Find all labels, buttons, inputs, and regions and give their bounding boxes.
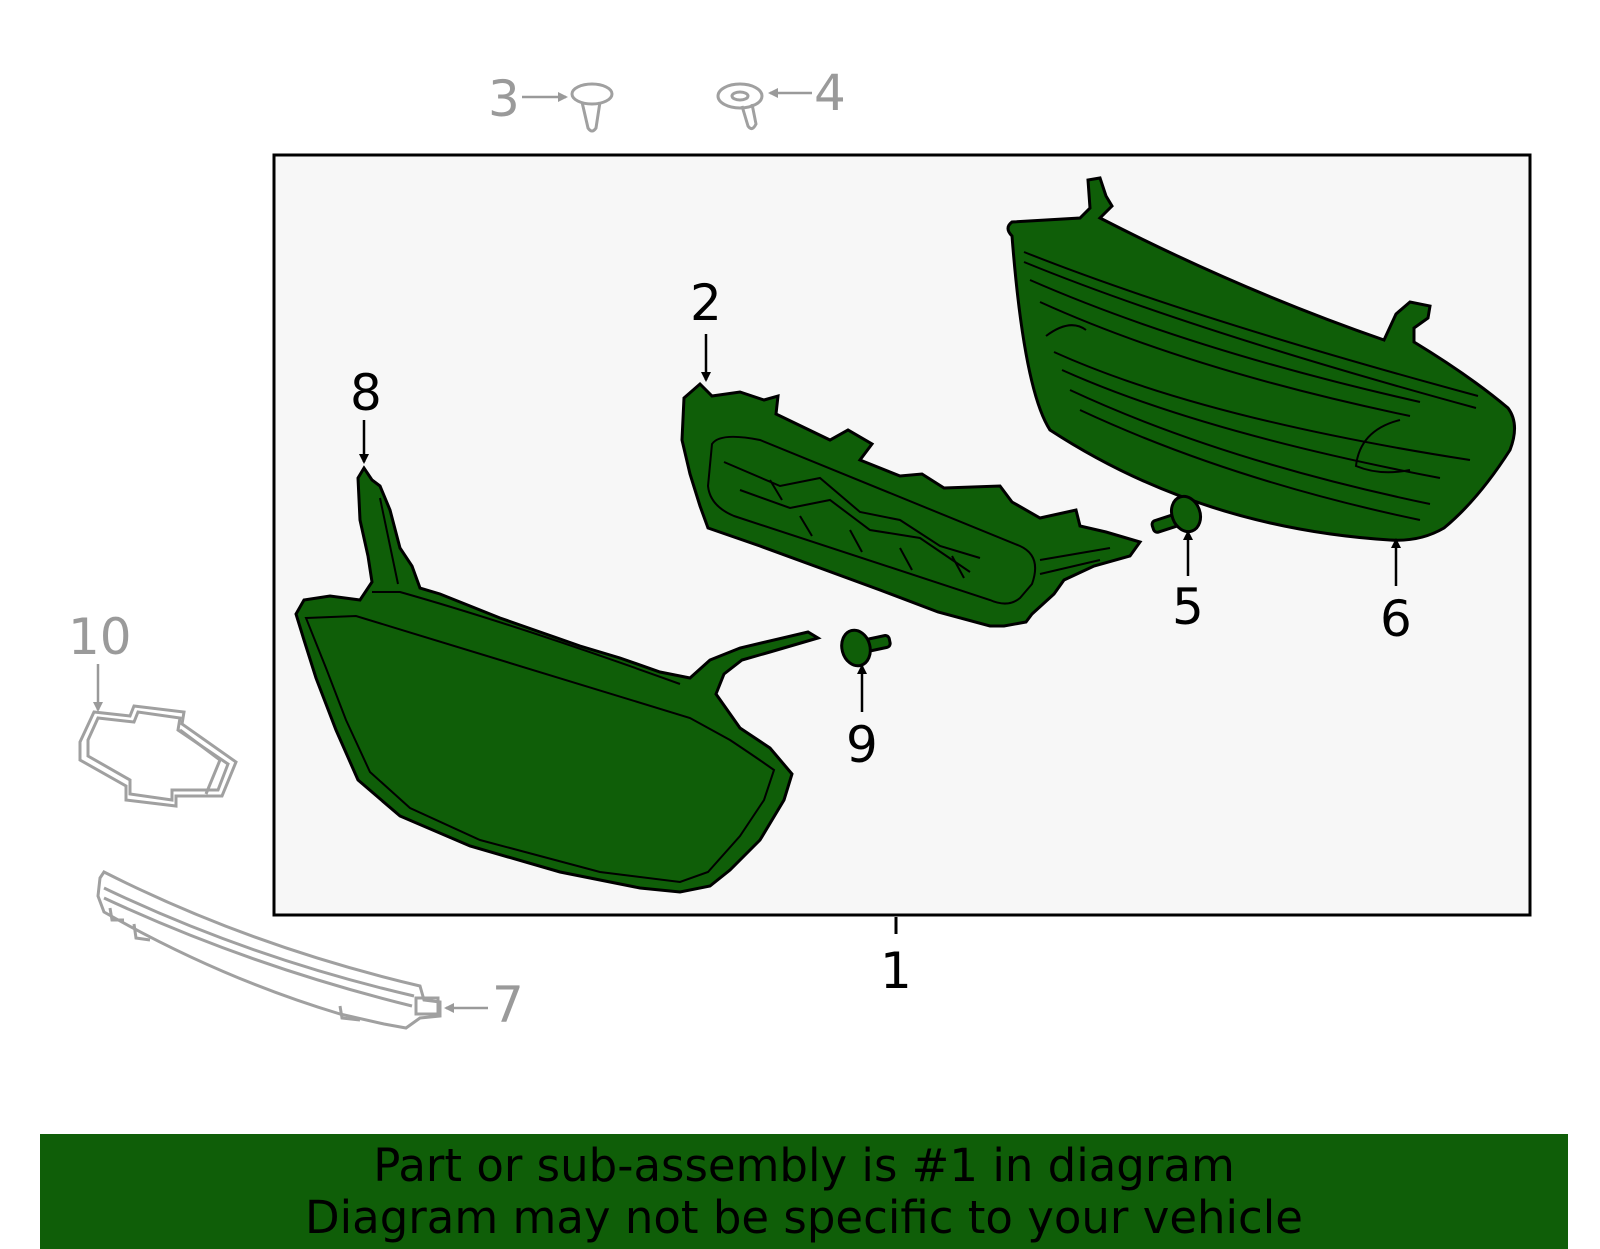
callout-3: 3 (488, 70, 520, 128)
callout-8: 8 (350, 364, 382, 422)
callout-6: 6 (1380, 590, 1412, 648)
banner-background (40, 1134, 1568, 1249)
callout-1: 1 (880, 942, 912, 1000)
callout-9: 9 (846, 716, 878, 774)
callout-7: 7 (492, 976, 524, 1034)
callout-4: 4 (814, 64, 846, 122)
callout-2: 2 (690, 274, 722, 332)
part-10-emblem-icon (78, 704, 238, 808)
part-7-molding-icon (96, 870, 442, 1030)
part-8-grille-surround-icon (294, 465, 822, 894)
banner-line-2: Diagram may not be specific to your vehi… (305, 1190, 1303, 1244)
banner-line-1: Part or sub-assembly is #1 in diagram (373, 1138, 1235, 1192)
leader-lines (93, 88, 1401, 1013)
part-6-upper-grille-icon (1006, 176, 1516, 542)
callout-10: 10 (68, 608, 132, 666)
part-2-grille-bracket-icon (680, 381, 1143, 628)
part-3-push-pin-icon (570, 82, 614, 133)
part-4-push-pin-icon (716, 82, 764, 131)
callout-5: 5 (1172, 578, 1204, 636)
disclaimer-banner: Part or sub-assembly is #1 in diagram Di… (40, 1134, 1568, 1249)
